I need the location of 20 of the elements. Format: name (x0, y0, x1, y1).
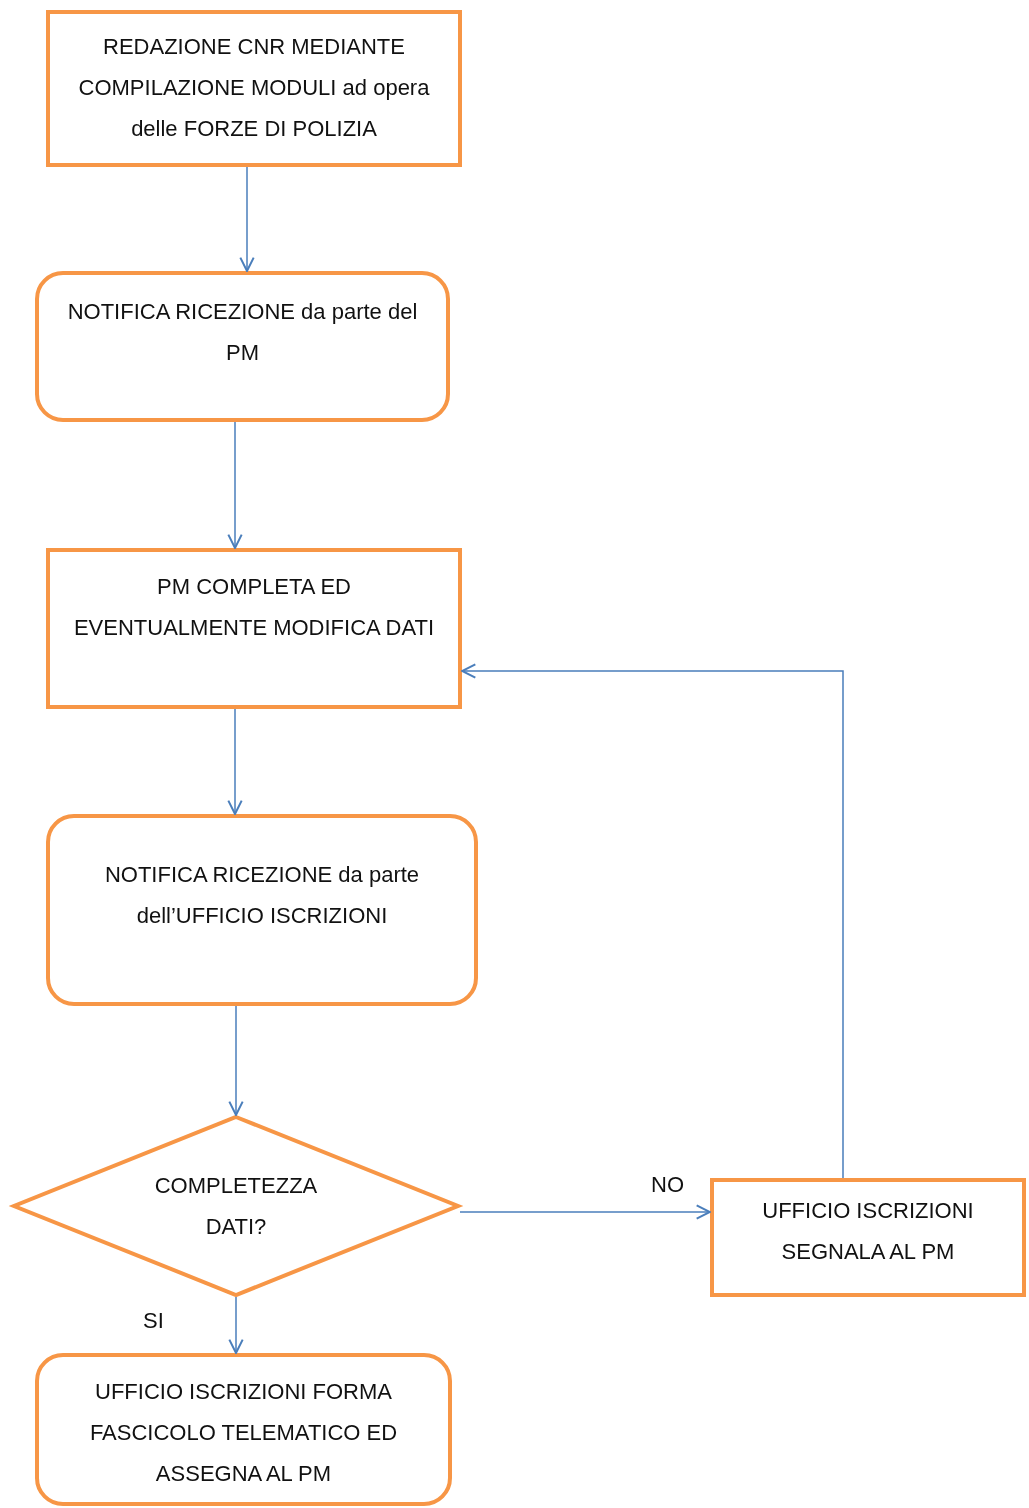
node-text: UFFICIO ISCRIZIONI SEGNALA AL PM (761, 1197, 975, 1266)
arrow (227, 421, 243, 549)
rounded-process-box (35, 1353, 452, 1506)
node-text: PM COMPLETA ED EVENTUALMENTE MODIFICA DATI (72, 573, 436, 642)
arrow (228, 1296, 244, 1354)
rounded-process-box (35, 271, 450, 422)
arrow (459, 1204, 711, 1220)
node-text: COMPLETEZZA DATI? (153, 1172, 319, 1241)
process-box (710, 1178, 1026, 1297)
arrow (227, 708, 243, 815)
process-box (46, 10, 462, 167)
node-text: NOTIFICA RICEZIONE da parte dell’UFFICIO ISCRIZIONI (103, 861, 421, 930)
arrow (228, 1005, 244, 1116)
arrow (461, 663, 844, 1179)
node-text: REDAZIONE CNR MEDIANTE COMPILAZIONE MODULI ad opera delle FORZE DI POLIZIA (77, 33, 431, 143)
arrow (239, 166, 255, 272)
node-text: NOTIFICA RICEZIONE da parte del PM (66, 298, 419, 367)
process-box (46, 548, 462, 709)
rounded-process-box (46, 814, 478, 1006)
node-text: UFFICIO ISCRIZIONI FORMA FASCICOLO TELEMATICO ED ASSEGNA AL PM (88, 1378, 399, 1488)
